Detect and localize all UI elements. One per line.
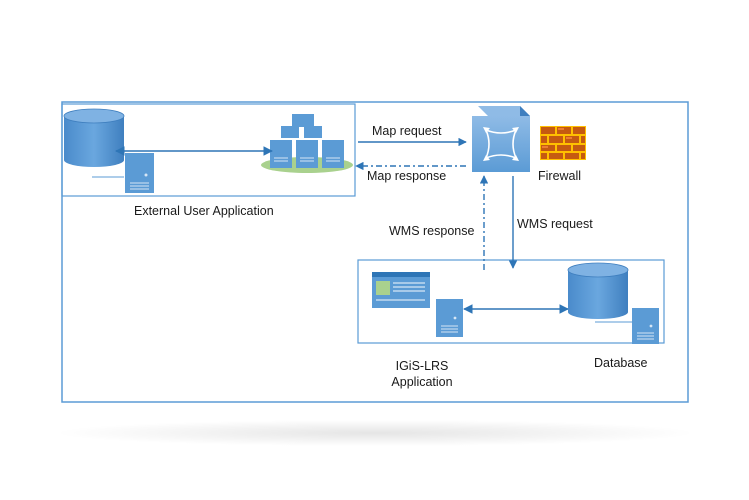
internal-systems-box bbox=[357, 259, 665, 344]
firewall-icon bbox=[540, 126, 586, 160]
outer-frame bbox=[61, 101, 689, 403]
igis-server-icon bbox=[436, 299, 463, 337]
external-user-application-box bbox=[61, 103, 356, 197]
application-window-icon bbox=[372, 272, 430, 308]
wms-request-label: WMS request bbox=[517, 217, 593, 231]
frame-shadow bbox=[60, 420, 690, 446]
database-label: Database bbox=[594, 356, 648, 370]
external-database-icon bbox=[63, 108, 125, 167]
igis-lrs-label-line1: IGiS-LRS bbox=[395, 359, 449, 373]
external-server-icon bbox=[92, 153, 154, 193]
map-request-label: Map request bbox=[372, 124, 442, 138]
igis-lrs-label-line2: Application bbox=[391, 375, 453, 389]
server-farm-icon bbox=[261, 114, 353, 173]
map-response-label: Map response bbox=[367, 169, 447, 183]
external-user-application-label: External User Application bbox=[134, 204, 274, 218]
database-server-icon bbox=[632, 308, 659, 344]
firewall-label: Firewall bbox=[538, 169, 582, 183]
router-icon bbox=[472, 106, 530, 172]
internal-database-icon bbox=[567, 262, 632, 323]
wms-response-label: WMS response bbox=[389, 224, 475, 238]
